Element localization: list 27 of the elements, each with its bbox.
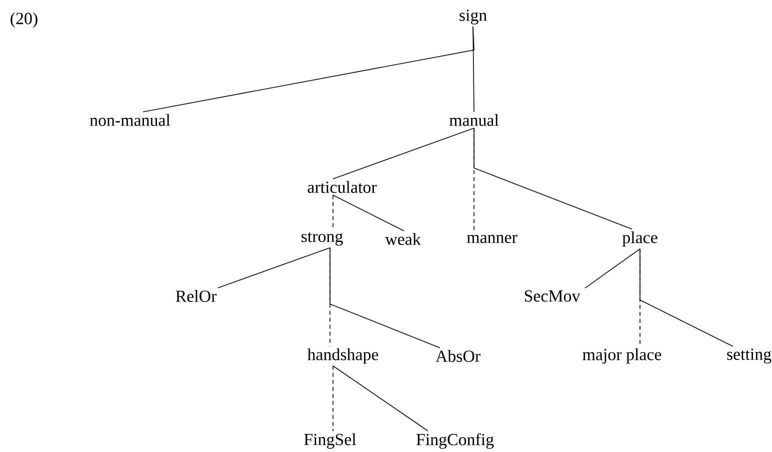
tree-node-label: RelOr xyxy=(176,290,217,302)
tree-node-label: strong xyxy=(302,232,343,246)
tree-node-label: SecMov xyxy=(524,290,580,302)
tree-branch xyxy=(584,248,640,288)
tree-branch xyxy=(142,26,474,112)
tree-branch xyxy=(640,248,734,347)
tree-node-label: FingSel xyxy=(304,433,356,449)
tree-branch xyxy=(332,365,428,432)
tree-node-label: AbsOr xyxy=(436,350,480,362)
tree-node-label: non-manual xyxy=(90,114,170,126)
tree-branch xyxy=(330,247,440,348)
tree-branch xyxy=(218,247,330,288)
tree-node-label: handshape xyxy=(307,348,378,364)
tree-node-label: sign xyxy=(460,10,487,24)
tree-node-label: articulator xyxy=(308,181,377,193)
tree-node-label: FingConfig xyxy=(416,433,494,449)
tree-branch xyxy=(332,194,404,232)
tree-node-label: major place xyxy=(582,348,662,364)
tree-branch xyxy=(474,128,632,230)
tree-node-label: place xyxy=(622,231,658,247)
tree-node-label: manual xyxy=(449,114,499,126)
tree-branch xyxy=(332,365,334,432)
tree-branch xyxy=(332,128,474,180)
tree-node-label: weak xyxy=(385,233,421,245)
tree-node-label: setting xyxy=(727,348,772,364)
tree-node-label: manner xyxy=(466,234,518,244)
example-number: (20) xyxy=(10,12,38,28)
